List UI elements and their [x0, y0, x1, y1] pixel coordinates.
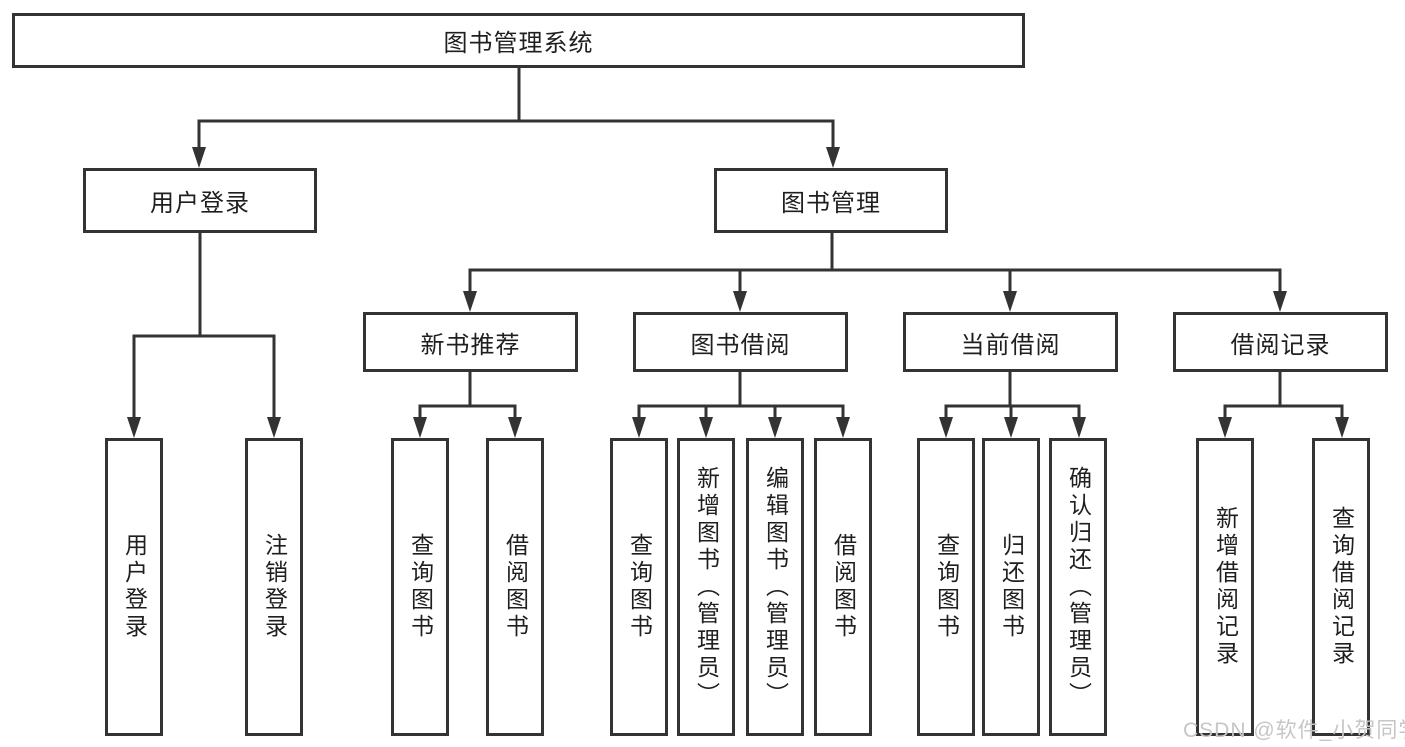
node-new-book-recommend: 新书推荐 [363, 312, 578, 372]
node-user-login: 用户登录 [83, 168, 317, 233]
node-book-borrow: 图书借阅 [633, 312, 848, 372]
leaf-return-book: 归还图书 [982, 438, 1040, 736]
arrowheads [127, 147, 1349, 438]
leaf-user-login: 用户登录 [105, 438, 163, 736]
leaf-recommend-borrow-book: 借阅图书 [486, 438, 544, 736]
connector-stems [132, 67, 1344, 419]
leaf-current-query-book: 查询图书 [917, 438, 975, 736]
node-current-borrow: 当前借阅 [903, 312, 1118, 372]
leaf-edit-book-admin: 编辑图书（管理员） [746, 438, 804, 736]
leaf-add-borrow-record: 新增借阅记录 [1196, 438, 1254, 736]
leaf-query-borrow-record: 查询借阅记录 [1312, 438, 1370, 736]
leaf-add-book-admin: 新增图书（管理员） [677, 438, 735, 736]
leaf-logout: 注销登录 [245, 438, 303, 736]
leaf-confirm-return-admin: 确认归还（管理员） [1049, 438, 1107, 736]
node-library-system: 图书管理系统 [12, 13, 1025, 68]
leaf-recommend-query-book: 查询图书 [391, 438, 449, 736]
csdn-watermark: CSDN @软件_小贺同学 [1183, 719, 1405, 742]
leaf-borrow-book: 借阅图书 [814, 438, 872, 736]
node-book-management: 图书管理 [714, 168, 948, 233]
node-borrow-record: 借阅记录 [1173, 312, 1388, 372]
leaf-borrow-query-book: 查询图书 [610, 438, 668, 736]
